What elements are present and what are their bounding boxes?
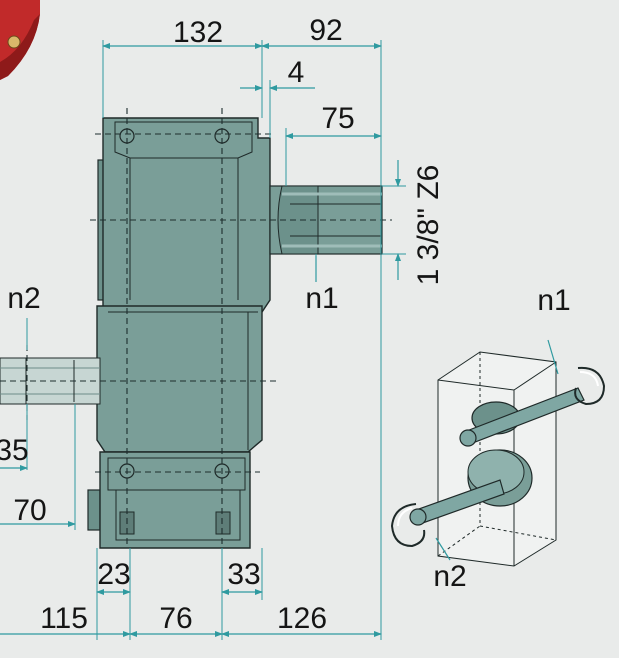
dim-n2-left-partial: 35	[0, 434, 29, 467]
base-housing	[99, 451, 251, 549]
dim-n2-offset: 70	[13, 494, 46, 527]
dim-bottom-mid: 76	[159, 602, 192, 635]
dim-shaft-length-n1: 75	[321, 102, 354, 135]
dim-right-overhang: 92	[309, 14, 342, 47]
upper-housing	[102, 117, 271, 313]
middle-housing	[96, 305, 263, 453]
dim-bottom-left: 115	[40, 602, 88, 635]
extension-lines	[26, 40, 406, 640]
label-n2-main: n2	[7, 282, 40, 315]
label-n2-schematic: n2	[433, 560, 466, 593]
label-n1-schematic: n1	[537, 284, 570, 317]
gear-schematic	[390, 339, 606, 567]
dim-gap: 4	[288, 56, 305, 89]
dim-overall-top: 132	[173, 16, 223, 49]
gearbox-body	[87, 117, 271, 549]
dim-spline-spec: 1 3/8" Z6	[412, 165, 445, 286]
dim-foot-left: 23	[97, 558, 130, 591]
side-boss-lower	[87, 489, 101, 531]
dim-bottom-right: 126	[277, 602, 327, 635]
product-photo-fragment	[0, 0, 40, 80]
center-lines	[0, 108, 392, 548]
dimension-lines	[0, 43, 401, 637]
dim-foot-right: 33	[227, 558, 260, 591]
label-n1-main: n1	[305, 282, 338, 315]
